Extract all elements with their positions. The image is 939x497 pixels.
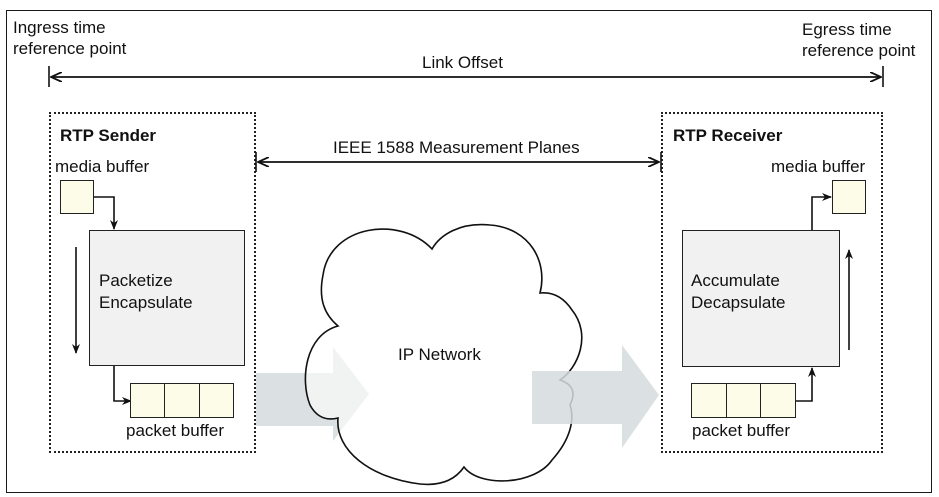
packet-buffer-cell: [761, 384, 795, 417]
ip-network-cloud: [304, 223, 583, 486]
ingress-label-line2: reference point: [13, 39, 127, 58]
ip-network-label: IP Network: [398, 345, 481, 364]
link-offset-label: Link Offset: [422, 53, 503, 72]
link-offset-arrow: [48, 66, 884, 87]
packet-buffer-cell: [692, 384, 727, 417]
sender-packet-buffer-label: packet buffer: [126, 421, 224, 440]
rtp-sender-title: RTP Sender: [60, 126, 157, 145]
egress-label: Egress time reference point: [802, 19, 915, 61]
rtp-sender-boundary: [49, 112, 256, 453]
ingress-label: Ingress time reference point: [13, 17, 126, 59]
packet-buffer-cell: [131, 384, 166, 417]
egress-label-line2: reference point: [802, 41, 916, 60]
accumulate-decapsulate-box: Accumulate Decapsulate: [682, 230, 840, 367]
packet-buffer-cell: [200, 384, 233, 417]
receiver-packet-buffer-label: packet buffer: [692, 421, 790, 440]
receiver-process-line2: Decapsulate: [691, 293, 786, 312]
measurement-planes-arrow: [255, 152, 662, 172]
packet-buffer-cell: [165, 384, 200, 417]
flow-arrow-out-of-network: [532, 345, 659, 448]
egress-label-line1: Egress time: [802, 20, 892, 39]
rtp-receiver-title: RTP Receiver: [673, 126, 783, 145]
receiver-process-line1: Accumulate: [691, 271, 780, 290]
packet-buffer-cell: [727, 384, 762, 417]
sender-process-line2: Encapsulate: [99, 293, 193, 312]
diagram-frame: [6, 10, 932, 493]
sender-process-line1: Packetize: [99, 271, 173, 290]
receiver-packet-buffer: [691, 383, 796, 418]
measurement-planes-label: IEEE 1588 Measurement Planes: [333, 138, 580, 157]
packetize-encapsulate-box: Packetize Encapsulate: [89, 230, 245, 366]
sender-media-to-process-arrow: [94, 196, 118, 230]
sender-packet-buffer: [130, 383, 234, 418]
receiver-packet-to-process-arrow: [795, 367, 816, 402]
receiver-process-to-media-arrow: [811, 193, 832, 230]
sender-process-to-packet-arrow: [113, 366, 132, 405]
rtp-receiver-boundary: [661, 112, 883, 453]
sender-media-buffer: [60, 180, 94, 214]
receiver-media-buffer: [832, 180, 866, 214]
receiver-media-buffer-label: media buffer: [771, 157, 866, 176]
ingress-label-line1: Ingress time: [13, 18, 106, 37]
sender-media-buffer-label: media buffer: [55, 157, 150, 176]
